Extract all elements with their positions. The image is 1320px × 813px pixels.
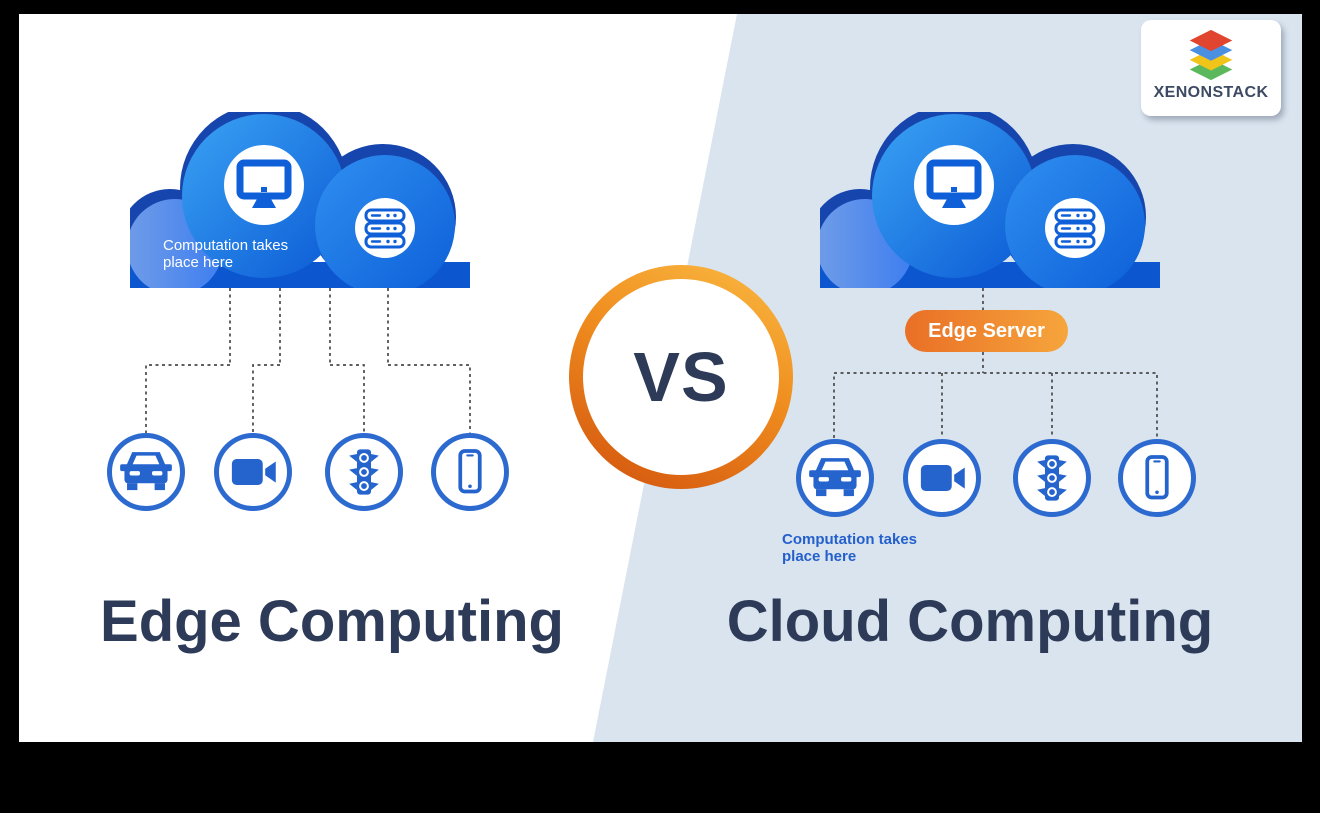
server-icon (1054, 208, 1096, 249)
car-device (796, 439, 874, 517)
edge-computing-title: Edge Computing (100, 589, 564, 654)
video-camera-device (214, 433, 292, 511)
cloud-cloud-illustration (820, 112, 1160, 288)
car-icon (809, 458, 861, 497)
monitor-icon (236, 159, 292, 208)
smartphone-icon (1145, 455, 1169, 500)
traffic-light-device (1013, 439, 1091, 517)
car-device (107, 433, 185, 511)
edge-cloud-illustration (130, 112, 470, 288)
edge-computation-label: Computation takes place here (163, 237, 289, 271)
edge-server-badge: Edge Server (905, 310, 1068, 352)
smartphone-device (431, 433, 509, 511)
xenonstack-layers-icon (1189, 29, 1233, 81)
content-canvas: Computation takes place here (19, 14, 1302, 742)
vs-label: VS (633, 338, 729, 416)
traffic-light-icon (349, 449, 379, 495)
traffic-light-device (325, 433, 403, 511)
monitor-icon (926, 159, 982, 208)
video-camera-device (903, 439, 981, 517)
traffic-light-icon (1037, 455, 1067, 501)
server-icon (364, 208, 406, 249)
vs-badge: VS (569, 265, 793, 489)
xenonstack-logo-card: XENONSTACK (1141, 20, 1281, 116)
car-icon (120, 452, 172, 491)
smartphone-icon (458, 449, 482, 494)
video-camera-icon (231, 459, 276, 485)
edge-server-label: Edge Server (928, 319, 1045, 342)
smartphone-device (1118, 439, 1196, 517)
video-camera-icon (920, 465, 965, 491)
cloud-computing-title: Cloud Computing (726, 589, 1214, 654)
xenonstack-wordmark: XENONSTACK (1153, 84, 1269, 101)
cloud-computation-label: Computation takes place here (782, 531, 918, 565)
